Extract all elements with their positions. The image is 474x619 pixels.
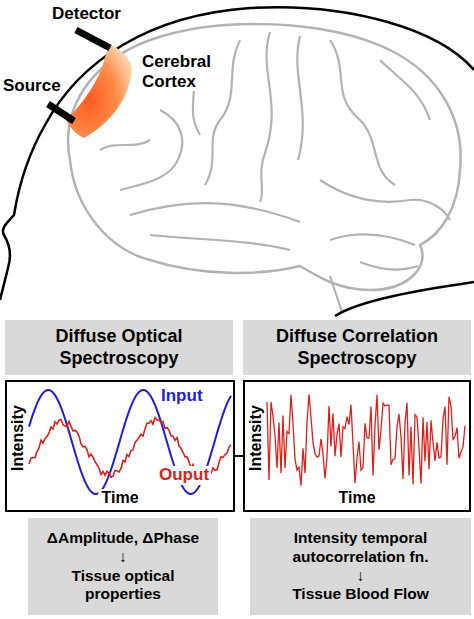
panel-title: Diffuse Correlation Spectroscopy bbox=[251, 326, 463, 369]
result-text: Tissue Blood Flow bbox=[292, 585, 429, 604]
result-box: Intensity temporal autocorrelation fn.↓T… bbox=[250, 518, 471, 615]
source-probe bbox=[48, 104, 74, 121]
axis-label: Time bbox=[335, 489, 378, 507]
result-text: Intensity temporal autocorrelation fn. bbox=[258, 529, 463, 566]
title-box: Diffuse Correlation Spectroscopy bbox=[243, 320, 471, 375]
head-outline bbox=[0, 7, 474, 300]
axis-label: Time bbox=[98, 489, 141, 507]
head-illustration bbox=[0, 0, 474, 330]
plot-box: IntensityTime InputOuput bbox=[5, 380, 235, 512]
brain-sulci bbox=[100, 32, 450, 312]
probe-label: Source bbox=[3, 76, 61, 96]
result-text: Tissue optical properties bbox=[36, 567, 210, 604]
result-text: ↓ bbox=[357, 567, 365, 586]
panel-title: Diffuse Optical Spectroscopy bbox=[13, 326, 225, 369]
probe-label: Detector bbox=[52, 4, 121, 24]
axis-label: Intensity bbox=[246, 390, 266, 486]
neck-outline bbox=[335, 282, 474, 316]
connector-line bbox=[235, 455, 243, 457]
fluctuation-wave bbox=[267, 395, 465, 486]
signal-label: Input bbox=[159, 387, 205, 406]
detector-probe bbox=[76, 30, 110, 48]
region-label: Cerebral Cortex bbox=[142, 52, 230, 91]
signal-label: Ouput bbox=[157, 466, 211, 485]
result-text: ΔAmplitude, ΔPhase bbox=[47, 529, 199, 548]
result-box: ΔAmplitude, ΔPhase↓Tissue optical proper… bbox=[28, 518, 218, 615]
cortex-region bbox=[66, 44, 132, 138]
title-box: Diffuse Optical Spectroscopy bbox=[5, 320, 233, 375]
result-text: ↓ bbox=[119, 548, 127, 567]
axis-label: Intensity bbox=[8, 390, 28, 486]
plot-box: IntensityTime bbox=[243, 380, 471, 512]
